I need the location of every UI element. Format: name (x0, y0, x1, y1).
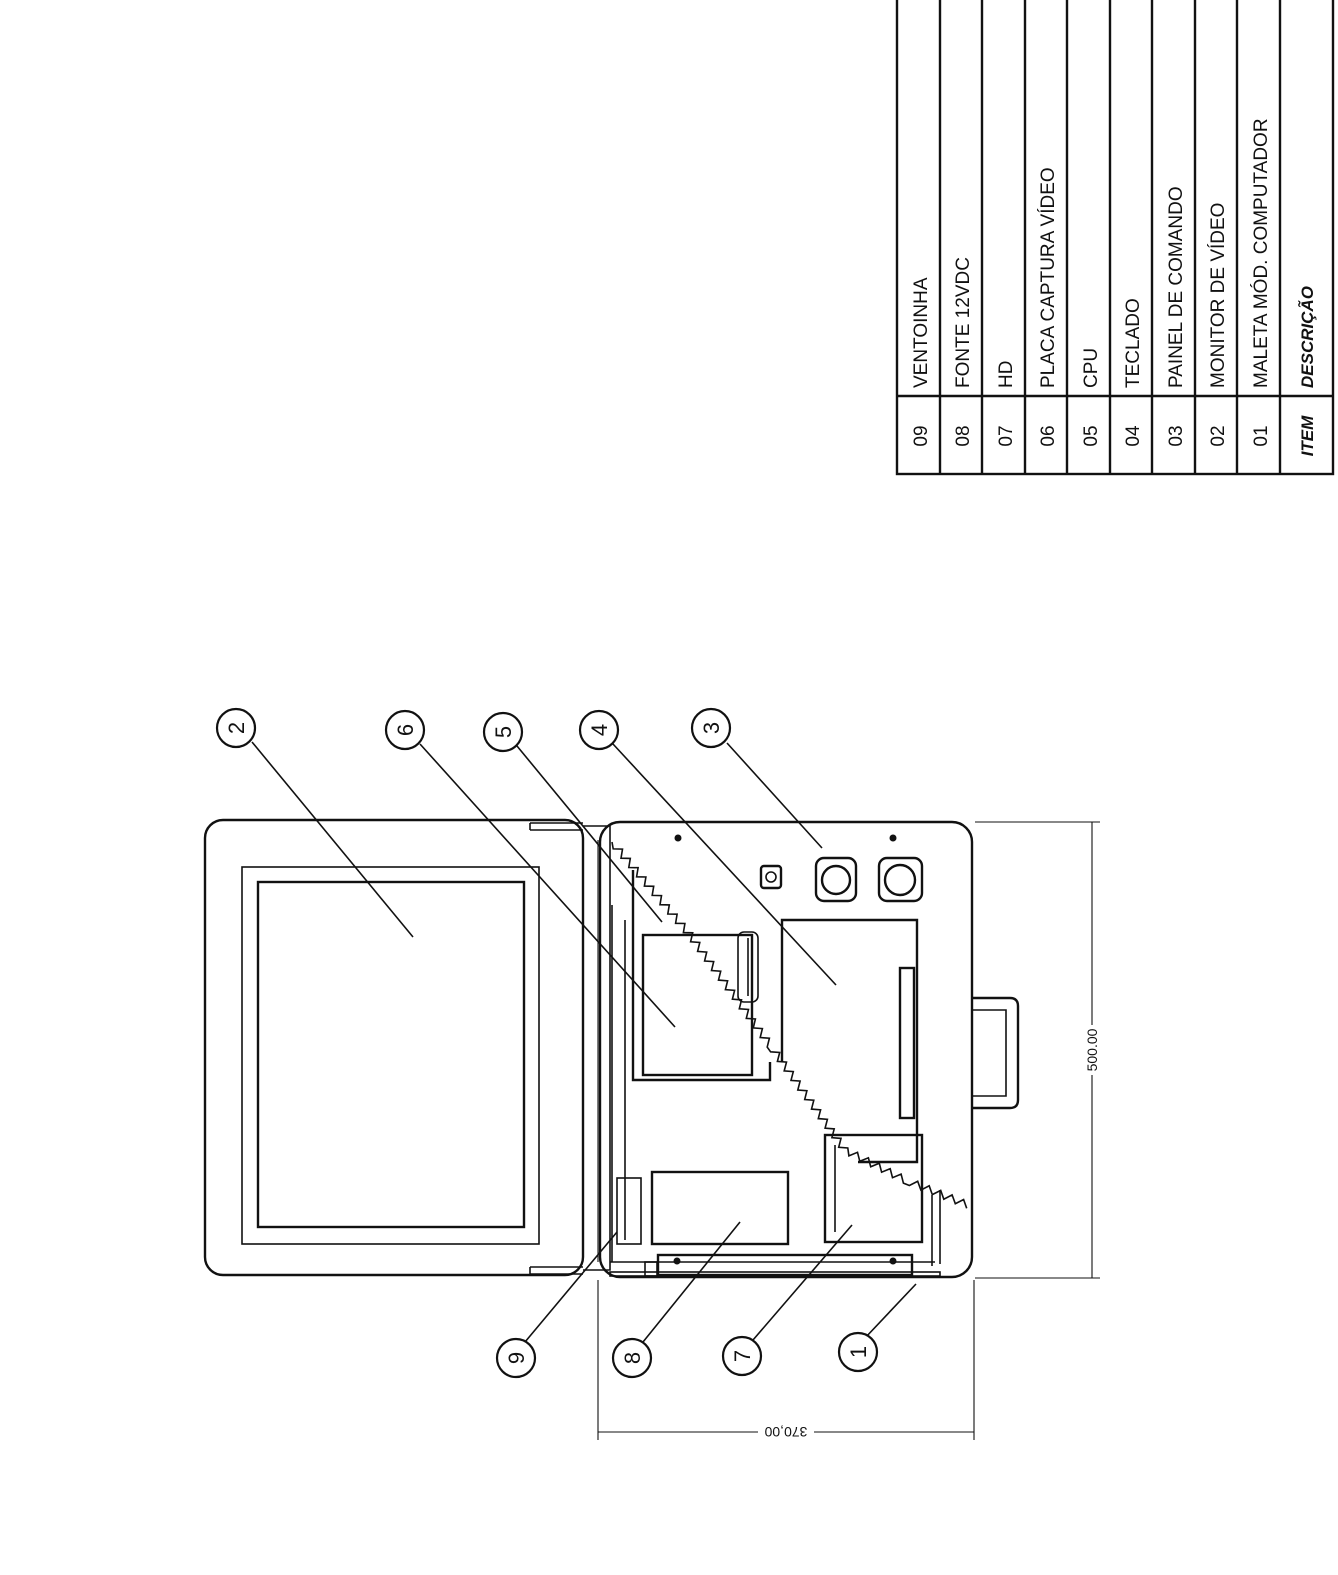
callout-8: 8 (611, 1337, 653, 1379)
capture-board-block (641, 933, 754, 1077)
dimension-length-value: 500.00 (1084, 1028, 1100, 1071)
callout-4: 4 (578, 709, 620, 751)
item-number: 02 (1208, 425, 1229, 446)
callout-label: 6 (393, 724, 418, 736)
control-panel (759, 856, 924, 903)
header-description: DESCRIÇÃO (1297, 286, 1317, 388)
callout-6: 6 (384, 709, 426, 751)
item-number: 01 (1251, 425, 1272, 446)
case-base (583, 820, 1020, 1279)
dimension-width-value: 370,00 (764, 1424, 807, 1440)
callout-label: 4 (587, 724, 612, 736)
keyboard-block (780, 918, 919, 1164)
leader-lines (251, 741, 917, 1343)
dimension-length: 500.00 (975, 821, 1100, 1279)
dimension-width: 370,00 (597, 1280, 975, 1440)
item-number: 05 (1081, 425, 1102, 446)
callout-label: 5 (491, 726, 516, 738)
parts-list-table: 09 08 07 06 05 04 03 02 01 VENTOINHA FON… (895, 0, 1335, 476)
callout-1: 1 (837, 1331, 879, 1373)
callout-label: 1 (846, 1346, 871, 1358)
callout-3: 3 (690, 707, 732, 749)
break-line (611, 841, 968, 1209)
item-number: 07 (996, 425, 1017, 446)
case-interior (611, 905, 941, 1266)
hd-block (823, 1133, 924, 1244)
callout-label: 7 (730, 1350, 755, 1362)
callout-9: 9 (495, 1337, 537, 1379)
item-description: FONTE 12VDC (953, 257, 974, 388)
callout-2: 2 (215, 707, 257, 749)
item-number: 08 (953, 425, 974, 446)
cpu-board (631, 870, 772, 1082)
mounting-bracket (656, 1253, 914, 1277)
callout-label: 8 (620, 1352, 645, 1364)
item-number: 06 (1038, 425, 1059, 446)
monitor-lid (203, 818, 585, 1277)
item-description: TECLADO (1123, 298, 1144, 388)
callout-label: 2 (224, 722, 249, 734)
item-description: MONITOR DE VÍDEO (1208, 203, 1229, 388)
item-description: PAINEL DE COMANDO (1166, 186, 1187, 388)
item-description: HD (996, 361, 1017, 388)
item-description: CPU (1081, 348, 1102, 388)
callout-5: 5 (482, 711, 524, 753)
item-number: 09 (911, 425, 932, 446)
callout-label: 3 (699, 722, 724, 734)
header-item: ITEM (1298, 415, 1317, 456)
item-description: VENTOINHA (911, 277, 932, 388)
item-number: 04 (1123, 425, 1144, 447)
callout-7: 7 (721, 1335, 763, 1377)
item-number: 03 (1166, 425, 1187, 446)
item-description: PLACA CAPTURA VÍDEO (1038, 167, 1059, 388)
item-description: MALETA MÓD. COMPUTADOR (1250, 118, 1272, 388)
power-supply-block (650, 1170, 790, 1246)
callout-label: 9 (504, 1352, 529, 1364)
